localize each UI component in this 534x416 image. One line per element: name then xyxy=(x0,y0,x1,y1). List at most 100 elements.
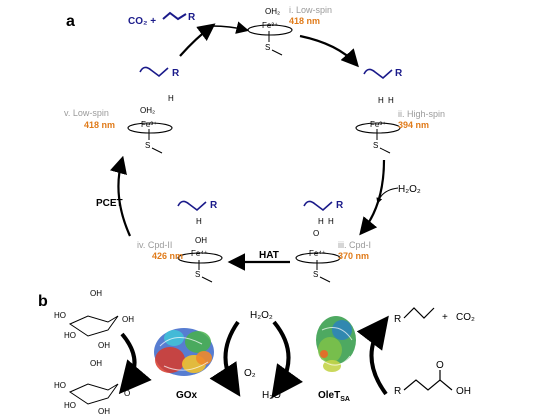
h-label-ii-a: H xyxy=(378,96,384,105)
h2o-species: H₂O xyxy=(262,390,281,401)
glucose-oh-2: OH xyxy=(98,341,110,350)
iron-center: Fe⁴⁺ xyxy=(309,249,326,258)
pcet-step-label: PCET xyxy=(96,198,123,209)
arrow-o2-to-h2o2 xyxy=(209,320,241,397)
arrow-iv-to-v xyxy=(109,155,132,237)
thiolate-s: S xyxy=(373,141,378,150)
heme-state-iii: R H H O Fe⁴⁺ S iii. Cpd-I 370 nm xyxy=(295,200,371,283)
glucose-structure: OH HO HO OH OH xyxy=(54,289,134,350)
arrow-i-to-ii xyxy=(299,34,359,68)
h-label-ii-b: H xyxy=(388,96,394,105)
alkene-product-icon xyxy=(162,11,187,21)
r-group-ii: R xyxy=(395,68,403,79)
arrow-fatty-acid-to-alkene xyxy=(356,315,389,396)
arrow-ii-to-iii xyxy=(359,159,386,236)
r-group-iv: R xyxy=(210,200,218,211)
lactone-ho-2: HO xyxy=(64,401,76,410)
substrate-icon xyxy=(139,66,169,78)
glucose-oh-3: OH xyxy=(122,315,134,324)
ligand-oh2-v: OH₂ xyxy=(140,106,155,115)
substrate-icon xyxy=(177,200,207,212)
olet-label: OleTSA xyxy=(318,390,350,403)
h-label-v: H xyxy=(168,94,174,103)
arrow-glucose-oxidation xyxy=(118,332,152,395)
state-i-name: i. Low-spin xyxy=(289,5,332,15)
state-iv-wavelength: 426 nm xyxy=(152,251,183,261)
thiolate-s: S xyxy=(195,270,200,279)
heme-plane-icon xyxy=(355,122,401,134)
iron-center: Fe⁴⁺ xyxy=(191,249,208,258)
arrow-v-to-product xyxy=(179,23,216,57)
glucose-ring-icon xyxy=(68,315,119,337)
plus-sign: + xyxy=(442,312,448,323)
heme-plane-icon xyxy=(295,252,341,264)
ligand-oh2: OH₂ xyxy=(265,7,280,16)
alkene-chain-icon xyxy=(403,307,435,319)
substrate-icon xyxy=(303,200,333,212)
h-label-iii-b: H xyxy=(328,217,334,226)
lactone-oh-1: OH xyxy=(90,359,102,368)
o2-species: O₂ xyxy=(244,368,256,379)
gox-label: GOx xyxy=(176,390,198,401)
heme-state-ii: R H H Fe³⁺ S ii. High-spin 394 nm xyxy=(355,68,445,154)
h2o2-species: H₂O₂ xyxy=(250,310,273,321)
lactone-ho-1: HO xyxy=(54,381,66,390)
state-iii-name: iii. Cpd-I xyxy=(338,240,371,250)
state-v-name: v. Low-spin xyxy=(64,108,109,118)
glucose-ho-1: HO xyxy=(54,311,66,320)
co2-product: CO₂ + xyxy=(128,16,156,27)
panel-a-label: a xyxy=(66,13,75,30)
glucose-ho-2: HO xyxy=(64,331,76,340)
ligand-oh: OH xyxy=(195,236,207,245)
arrow-product-to-i xyxy=(211,21,250,34)
olet-protein-image xyxy=(316,316,356,372)
fatty-chain-icon xyxy=(403,379,453,391)
heme-plane-icon xyxy=(177,252,223,264)
r-alkene: R xyxy=(394,314,401,325)
heme-state-v: R H OH₂ Fe³⁺ S v. Low-spin 418 nm xyxy=(64,66,180,154)
cycle-arrows xyxy=(109,21,386,271)
r-group-product: R xyxy=(188,12,196,23)
r-group-iii: R xyxy=(336,200,344,211)
glucose-oh-1: OH xyxy=(90,289,102,298)
r-fatty-acid: R xyxy=(394,386,401,397)
hydroxyl-oh: OH xyxy=(456,386,471,397)
gox-protein-image xyxy=(154,328,214,376)
lactone-o: O xyxy=(124,389,130,398)
h-label-iv: H xyxy=(196,217,202,226)
heme-plane-icon xyxy=(127,122,173,134)
state-iii-wavelength: 370 nm xyxy=(338,251,369,261)
iron-center: Fe³⁺ xyxy=(262,21,278,30)
fatty-acid-substrate: R O OH xyxy=(394,360,471,397)
iron-center: Fe³⁺ xyxy=(141,120,157,129)
heme-state-i: OH₂ Fe³⁺ S i. Low-spin 418 nm xyxy=(247,5,332,56)
heme-cofactor-icon xyxy=(320,350,328,358)
state-iv-name: iv. Cpd-II xyxy=(137,240,172,250)
h-label-iii-a: H xyxy=(318,217,324,226)
state-i-wavelength: 418 nm xyxy=(289,16,320,26)
gluconolactone-structure: OH HO HO OH O xyxy=(54,359,130,416)
state-v-wavelength: 418 nm xyxy=(84,120,115,130)
state-ii-name: ii. High-spin xyxy=(398,109,445,119)
hat-step-label: HAT xyxy=(259,250,279,261)
carbonyl-o: O xyxy=(436,360,444,371)
panel-b-label: b xyxy=(38,293,48,310)
thiolate-s: S xyxy=(265,43,270,52)
thiolate-s: S xyxy=(145,141,150,150)
co2-species: CO₂ xyxy=(456,312,475,323)
iron-center: Fe³⁺ xyxy=(370,120,386,129)
heme-state-iv: R H OH Fe⁴⁺ S iv. Cpd-II 426 nm xyxy=(137,200,223,283)
thiolate-s: S xyxy=(313,270,318,279)
r-group-v: R xyxy=(172,68,180,79)
lactone-oh-2: OH xyxy=(98,407,110,416)
ligand-oxo: O xyxy=(313,229,319,238)
arrow-h2o2-to-h2o xyxy=(271,320,304,399)
alkene-co2-product: R + CO₂ xyxy=(394,307,475,325)
h2o2-input: H₂O₂ xyxy=(398,184,421,195)
lactone-ring-icon xyxy=(68,383,119,405)
state-ii-wavelength: 394 nm xyxy=(398,120,429,130)
product-release: CO₂ + R xyxy=(128,11,196,27)
substrate-icon xyxy=(363,68,393,80)
